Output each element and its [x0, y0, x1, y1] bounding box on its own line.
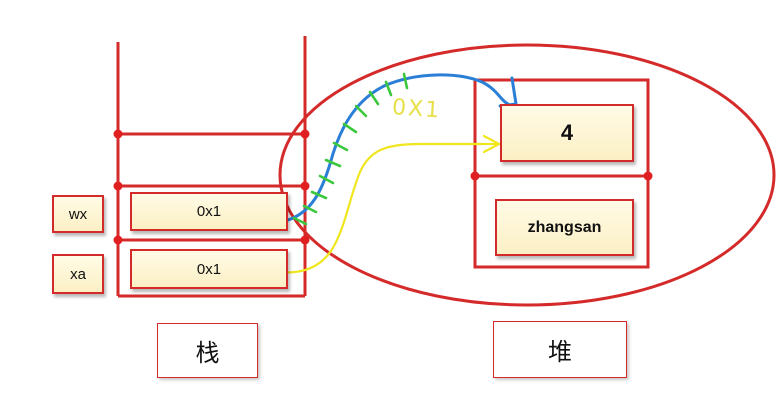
stack-var-name-wx: wx	[52, 195, 104, 233]
stack-var-name-xa: xa	[52, 254, 104, 294]
heap-ellipse	[278, 43, 776, 307]
stack-frame	[116, 36, 307, 298]
heap-title-text: 堆	[548, 339, 572, 366]
annotation-0x1: 0X1	[391, 95, 442, 123]
heap-joints	[470, 171, 653, 181]
green-cross-marks	[292, 72, 409, 226]
heap-field-age-text: 4	[560, 120, 574, 145]
stack-value-wx-text: 0x1	[196, 203, 222, 220]
stack-joints	[113, 129, 310, 245]
stack-value-xa-text: 0x1	[196, 260, 222, 278]
stack-var-name-xa-text: xa	[70, 265, 86, 283]
yellow-pointer-arrow	[268, 134, 501, 274]
heap-field-name-text: zhangsan	[527, 218, 602, 236]
stack-title-text: 栈	[195, 340, 220, 367]
heap-field-name: zhangsan	[495, 199, 634, 256]
stack-title: 栈	[157, 323, 258, 378]
stack-value-xa: 0x1	[130, 249, 288, 289]
heap-field-age: 4	[500, 104, 634, 162]
stack-var-name-wx-text: wx	[68, 205, 88, 223]
heap-title: 堆	[493, 321, 627, 378]
stack-value-wx: 0x1	[130, 192, 288, 231]
